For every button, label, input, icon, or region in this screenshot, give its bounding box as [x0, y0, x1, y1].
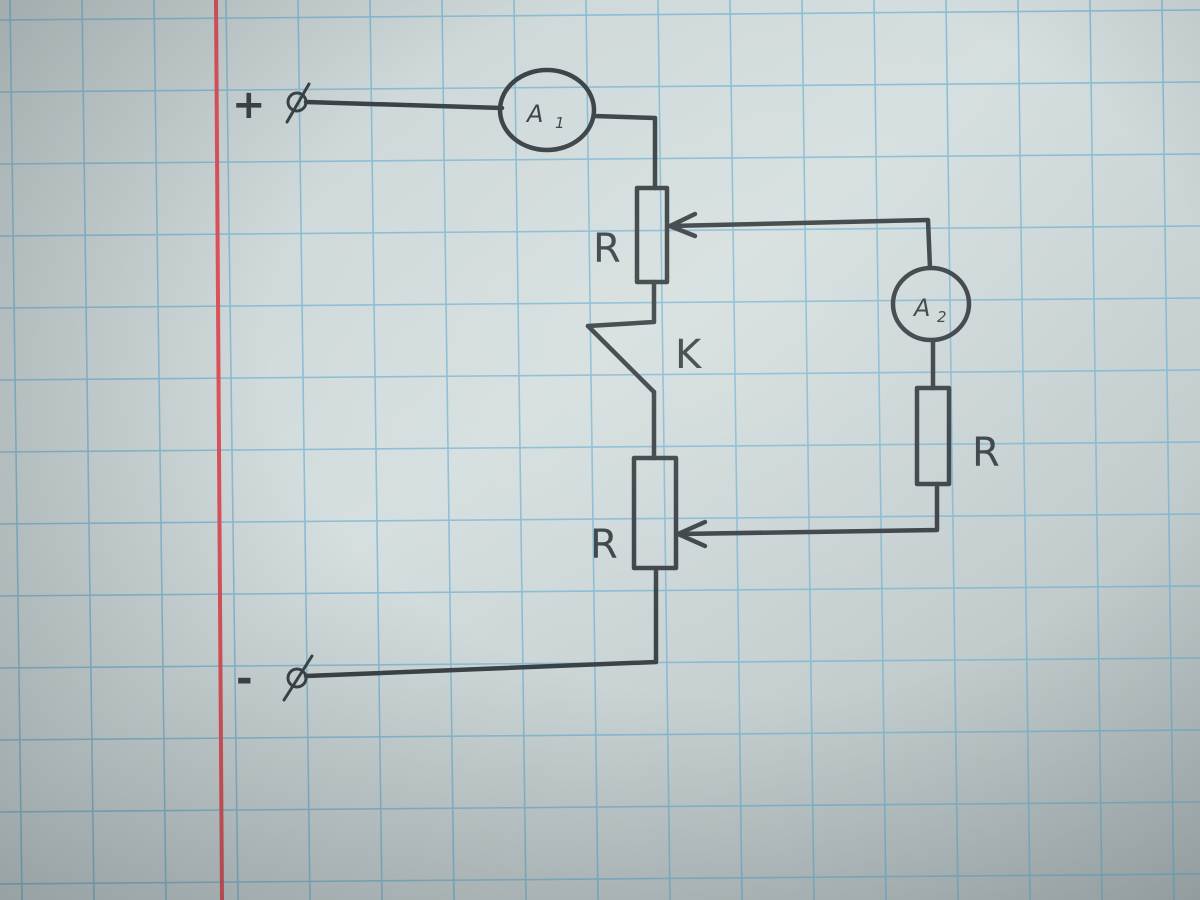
wire-branch-to-bottom-slider — [675, 481, 940, 537]
grid-line-vertical — [873, 0, 887, 900]
grid-line-horizontal — [0, 153, 1200, 165]
resistor-top-label: R — [593, 226, 621, 272]
negative-terminal — [282, 654, 314, 702]
ammeter-a1: A 1 — [497, 67, 597, 153]
switch-k — [585, 323, 657, 395]
grid-line-vertical — [9, 0, 23, 900]
grid-line-horizontal — [0, 801, 1200, 813]
grid-line-vertical — [369, 0, 383, 900]
wire-positive-to-a1 — [303, 99, 505, 111]
grid-line-horizontal — [0, 585, 1200, 597]
positive-terminal-sign: + — [232, 82, 266, 128]
switch-k-label: K — [675, 332, 703, 378]
wire-a1-to-top-resistor — [591, 113, 658, 191]
ammeter-a1-circle — [497, 67, 597, 153]
grid-line-horizontal — [0, 9, 1200, 21]
arrow-bottom-slider — [675, 519, 708, 549]
resistor-branch — [914, 385, 952, 487]
grid-line-horizontal — [0, 513, 1200, 525]
wire-bottom-resistor-to-negative — [303, 565, 659, 679]
grid-line-horizontal — [0, 81, 1200, 93]
grid-line-vertical — [801, 0, 815, 900]
grid-line-vertical — [441, 0, 455, 900]
resistor-branch-label: R — [972, 430, 1000, 476]
grid-line-vertical — [729, 0, 743, 900]
ammeter-a1-letter: A — [525, 100, 543, 128]
ammeter-a2-index: 2 — [937, 308, 947, 326]
grid-line-horizontal — [0, 297, 1200, 309]
wire-top-slider-to-a2 — [667, 217, 933, 271]
ammeter-a1-index: 1 — [555, 114, 565, 132]
grid-line-vertical — [81, 0, 95, 900]
arrow-top-slider — [667, 211, 698, 239]
resistor-bottom-label: R — [590, 522, 618, 568]
grid-line-vertical — [513, 0, 527, 900]
grid-line-vertical — [657, 0, 671, 900]
wire-top-resistor-to-switch — [585, 279, 657, 329]
grid-line-vertical — [945, 0, 959, 900]
grid-line-vertical — [1017, 0, 1031, 900]
ammeter-a2-letter: A — [912, 294, 930, 322]
grid-line-horizontal — [0, 369, 1200, 381]
grid-line-horizontal — [0, 729, 1200, 741]
negative-terminal-sign: - — [236, 656, 253, 702]
grid-line-horizontal — [0, 225, 1200, 237]
grid-line-vertical — [1161, 0, 1175, 900]
grid-line-horizontal — [0, 441, 1200, 453]
grid-line-vertical — [585, 0, 599, 900]
grid-line-vertical — [1089, 0, 1103, 900]
grid-line-horizontal — [0, 873, 1200, 885]
margin-line — [214, 0, 224, 900]
